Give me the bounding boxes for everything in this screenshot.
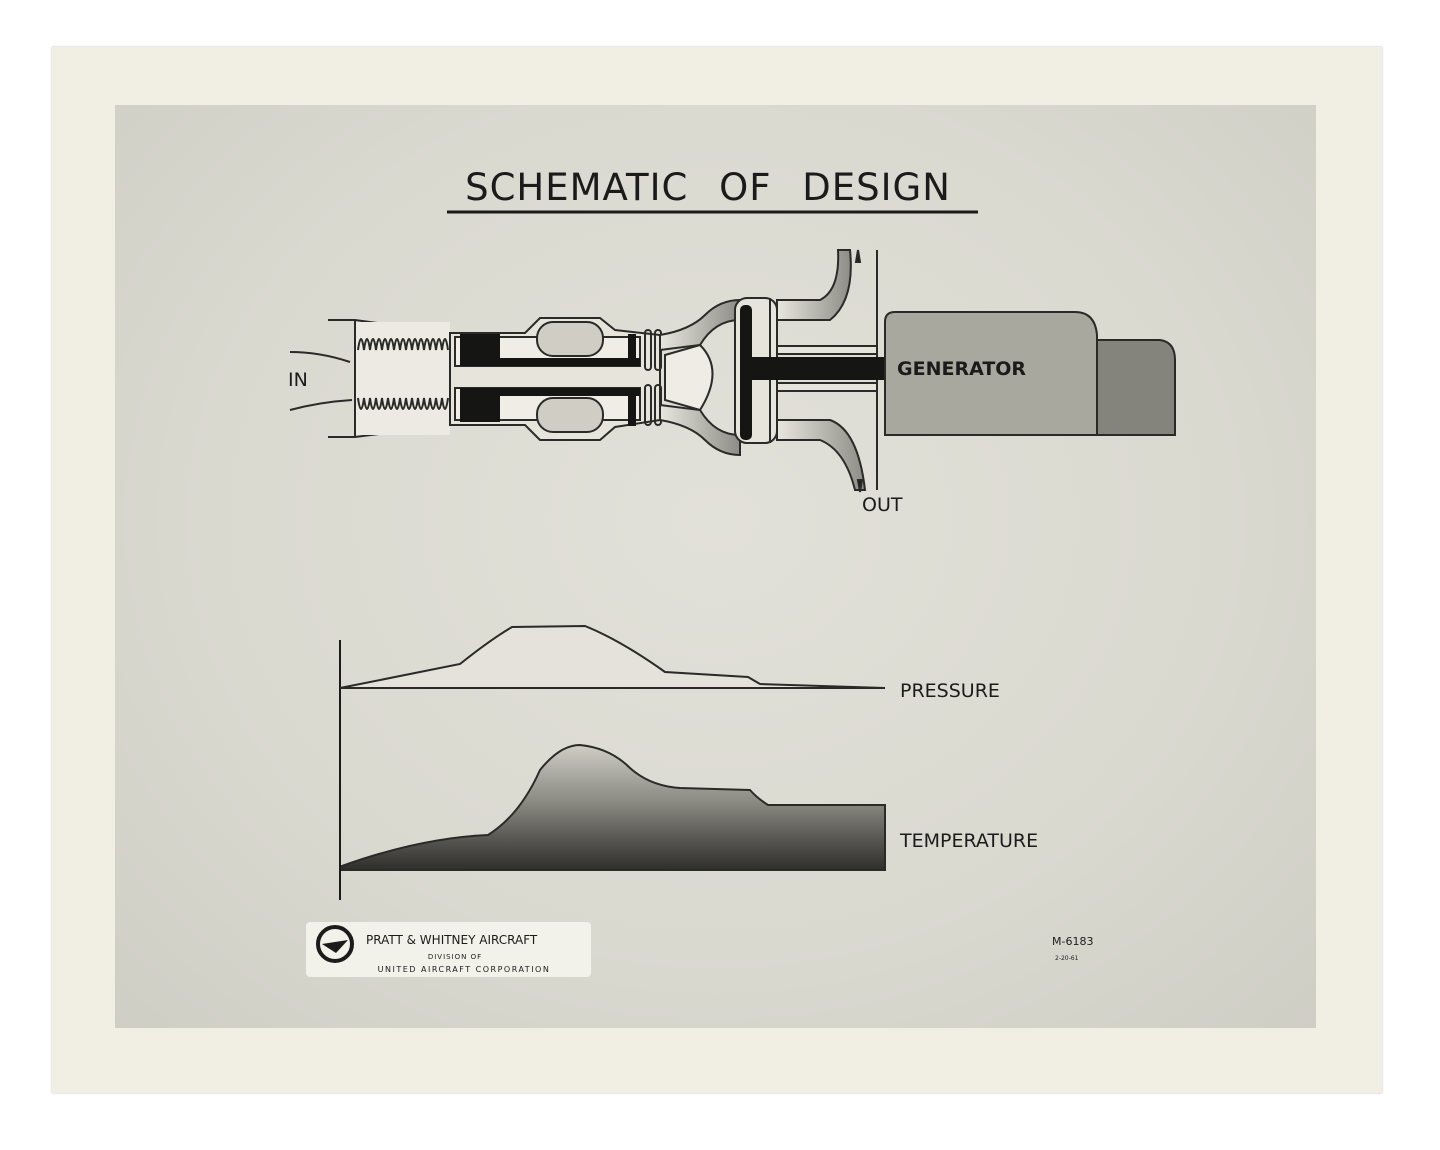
turbine-disc — [740, 305, 752, 440]
inlet-label: IN — [288, 369, 308, 391]
reference-date: 2-20-61 — [1055, 955, 1079, 962]
reference-number: M-6183 — [1052, 935, 1093, 948]
temperature-label: TEMPERATURE — [899, 830, 1038, 852]
outlet-arrow-down-icon — [856, 479, 864, 493]
inlet-arrow-icon — [289, 399, 353, 411]
generator-label: GENERATOR — [897, 358, 1026, 380]
turbine-engine — [289, 249, 1176, 493]
logo-line-3: UNITED AIRCRAFT CORPORATION — [378, 965, 551, 974]
outlet-arrow-up-icon — [854, 249, 862, 263]
pressure-label: PRESSURE — [900, 680, 1000, 702]
temperature-curve — [341, 743, 886, 871]
generator-body — [884, 311, 1098, 436]
output-shaft — [752, 357, 887, 380]
outlet-label: OUT — [862, 494, 903, 516]
pressure-curve — [339, 624, 886, 689]
combustor-top — [536, 321, 604, 357]
logo-line-2: DIVISION OF — [428, 953, 482, 961]
pratt-whitney-label: PRATT & WHITNEY AIRCRAFT DIVISION OF UNI… — [306, 922, 591, 977]
logo-line-1: PRATT & WHITNEY AIRCRAFT — [366, 933, 538, 947]
diagram-title: SCHEMATIC OF DESIGN — [465, 166, 951, 209]
photo-print — [115, 105, 1316, 1028]
pratt-whitney-logo-icon — [316, 925, 354, 963]
generator-rear — [1096, 339, 1176, 436]
inlet-arrow-icon — [289, 351, 351, 363]
profile-graphs — [339, 624, 886, 900]
combustor-bottom — [536, 397, 604, 433]
